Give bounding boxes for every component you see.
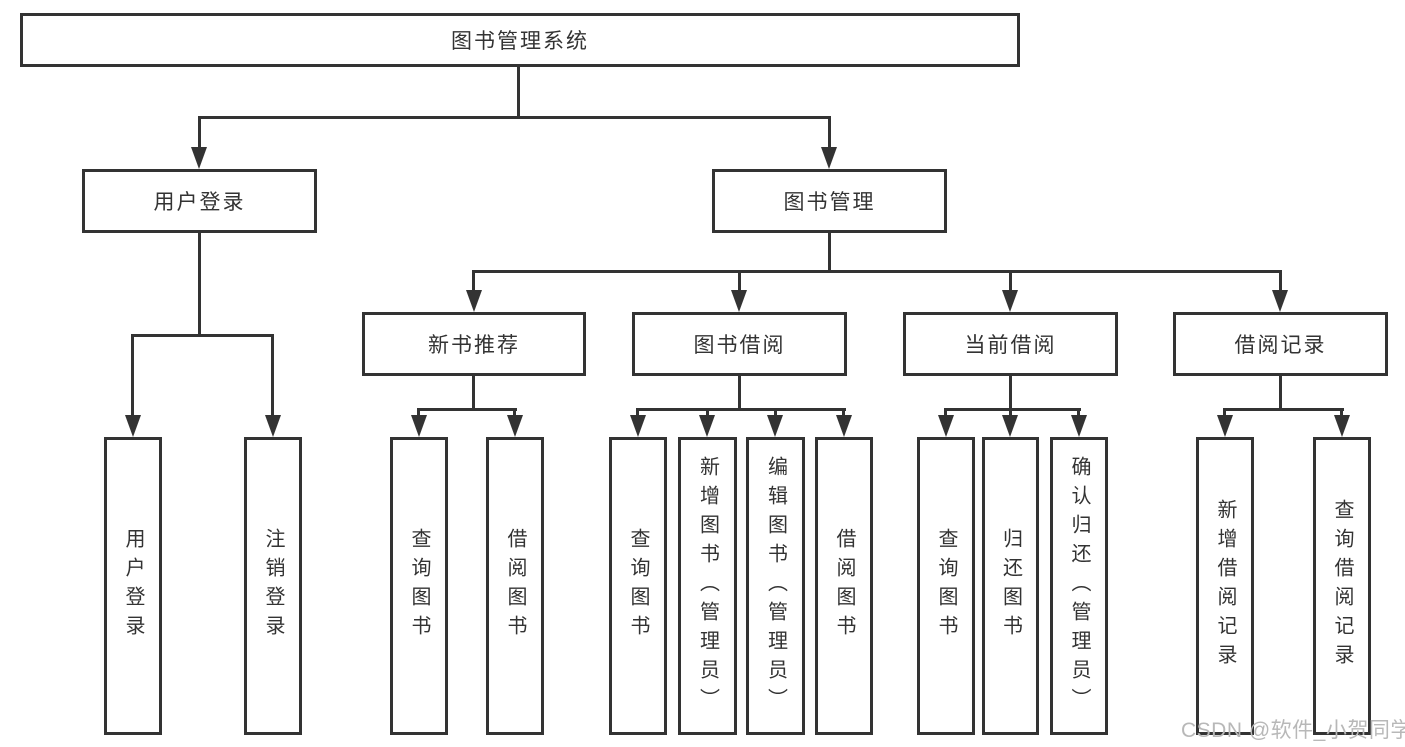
connector-vline (828, 116, 831, 149)
arrowhead-down-icon (938, 415, 954, 437)
connector-vline (1009, 373, 1012, 411)
leaf-confirm-return-admin: 确认归还（管理员） (1050, 437, 1108, 735)
connector-vline (517, 65, 520, 118)
connector-vline (131, 334, 134, 418)
leaf-borrow-books-label: 借阅图书 (833, 528, 855, 644)
connector-vline (738, 373, 741, 411)
connector-vline (472, 270, 475, 294)
leaf-query-books-borrow-label: 查询图书 (627, 528, 649, 644)
connector-vline (271, 334, 274, 418)
leaf-logout: 注销登录 (244, 437, 302, 735)
connector-vline (1279, 373, 1282, 411)
leaf-return-book-label: 归还图书 (999, 528, 1022, 644)
node-borrow-records: 借阅记录 (1173, 312, 1388, 376)
leaf-user-login: 用户登录 (104, 437, 162, 735)
connector-vline (1077, 408, 1080, 420)
arrowhead-down-icon (1334, 415, 1350, 437)
connector-hline (1223, 408, 1344, 411)
node-root: 图书管理系统 (20, 13, 1020, 67)
arrowhead-down-icon (191, 147, 207, 169)
arrowhead-down-icon (1272, 290, 1288, 312)
arrowhead-down-icon (731, 290, 747, 312)
leaf-borrow-books-recommend-label: 借阅图书 (504, 528, 526, 644)
arrowhead-down-icon (767, 415, 783, 437)
leaf-confirm-return-admin-label: 确认归还（管理员） (1068, 455, 1090, 717)
connector-vline (1223, 408, 1226, 420)
connector-hline (944, 408, 1081, 411)
node-book-management: 图书管理 (712, 169, 947, 233)
node-user-login-label: 用户登录 (153, 191, 246, 214)
leaf-logout-label: 注销登录 (262, 528, 284, 644)
connector-vline (1279, 270, 1282, 294)
leaf-query-books-current-label: 查询图书 (935, 528, 957, 644)
node-book-borrow-label: 图书借阅 (693, 334, 786, 357)
leaf-edit-book-admin-label: 编辑图书（管理员） (764, 455, 787, 717)
arrowhead-down-icon (836, 415, 852, 437)
leaf-query-borrow-record-label: 查询借阅记录 (1331, 499, 1353, 673)
connector-vline (417, 408, 420, 420)
leaf-add-book-admin-label: 新增图书（管理员） (696, 455, 719, 717)
arrowhead-down-icon (1002, 415, 1018, 437)
arrowhead-down-icon (821, 147, 837, 169)
connector-vline (513, 408, 516, 420)
node-new-book-recommend: 新书推荐 (362, 312, 586, 376)
node-current-borrow: 当前借阅 (903, 312, 1118, 376)
connector-vline (198, 116, 201, 149)
connector-vline (472, 373, 475, 411)
leaf-return-book: 归还图书 (982, 437, 1039, 735)
connector-vline (198, 230, 201, 337)
connector-vline (738, 270, 741, 294)
connector-vline (774, 408, 777, 420)
connector-vline (944, 408, 947, 420)
connector-vline (842, 408, 845, 420)
node-current-borrow-label: 当前借阅 (964, 334, 1057, 357)
connector-vline (706, 408, 709, 420)
arrowhead-down-icon (466, 290, 482, 312)
connector-hline (418, 408, 517, 411)
arrowhead-down-icon (630, 415, 646, 437)
connector-vline (828, 230, 831, 273)
node-book-management-label: 图书管理 (783, 191, 876, 214)
leaf-query-books-current: 查询图书 (917, 437, 975, 735)
watermark: CSDN @软件_小贺同学 (1181, 719, 1405, 742)
leaf-query-books-borrow: 查询图书 (609, 437, 667, 735)
arrowhead-down-icon (1217, 415, 1233, 437)
node-user-login: 用户登录 (82, 169, 317, 233)
connector-hline (132, 334, 273, 337)
node-borrow-records-label: 借阅记录 (1234, 334, 1327, 357)
leaf-add-borrow-record-label: 新增借阅记录 (1214, 499, 1236, 673)
connector-hline (472, 270, 1282, 273)
leaf-query-books-recommend-label: 查询图书 (408, 528, 430, 644)
leaf-edit-book-admin: 编辑图书（管理员） (746, 437, 805, 735)
leaf-add-borrow-record: 新增借阅记录 (1196, 437, 1254, 735)
connector-hline (198, 116, 831, 119)
connector-vline (636, 408, 639, 420)
arrowhead-down-icon (411, 415, 427, 437)
arrowhead-down-icon (507, 415, 523, 437)
arrowhead-down-icon (265, 415, 281, 437)
arrowhead-down-icon (699, 415, 715, 437)
arrowhead-down-icon (1071, 415, 1087, 437)
leaf-query-borrow-record: 查询借阅记录 (1313, 437, 1371, 735)
connector-vline (1340, 408, 1343, 420)
node-new-book-recommend-label: 新书推荐 (428, 334, 520, 357)
node-root-label: 图书管理系统 (451, 30, 589, 53)
node-book-borrow: 图书借阅 (632, 312, 847, 376)
connector-vline (1009, 408, 1012, 420)
connector-hline (636, 408, 846, 411)
arrowhead-down-icon (125, 415, 141, 437)
leaf-borrow-books-recommend: 借阅图书 (486, 437, 544, 735)
leaf-query-books-recommend: 查询图书 (390, 437, 448, 735)
leaf-borrow-books: 借阅图书 (815, 437, 873, 735)
leaf-add-book-admin: 新增图书（管理员） (678, 437, 737, 735)
leaf-user-login-label: 用户登录 (122, 528, 144, 644)
connector-vline (1009, 270, 1012, 294)
arrowhead-down-icon (1002, 290, 1018, 312)
